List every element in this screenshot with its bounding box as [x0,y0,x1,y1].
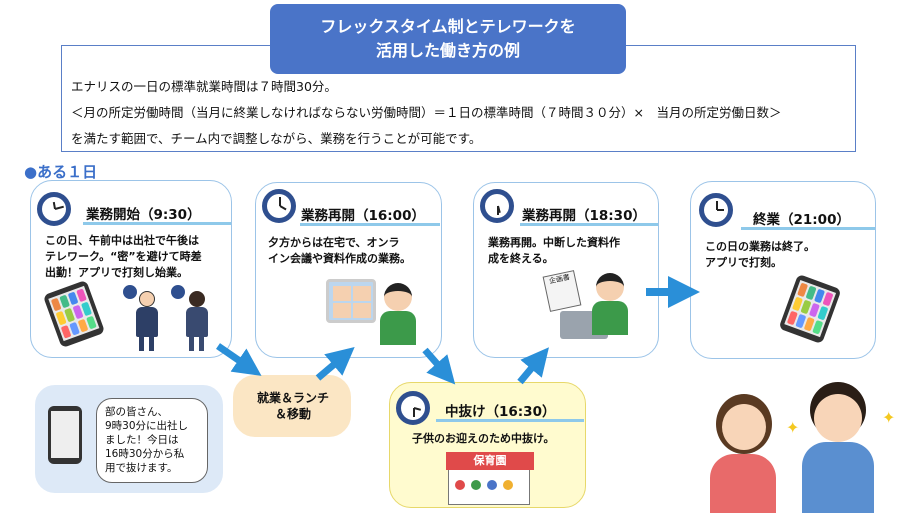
card-work-resume-1600: 業務再開（16:00） 夕方からは在宅で、オンラ イン会議や資料作成の業務。 [255,182,442,358]
card-work-end: 終業（21:00） この日の業務は終了。 アプリで打刻。 [690,181,876,359]
commuter-man-illustration [131,287,161,353]
small-clock-icon [171,285,185,299]
arrow-icon [422,347,456,385]
title-underline [520,223,658,226]
card-title: 業務開始（9:30） [86,207,201,223]
card-title: 中抜け（16:30） [445,404,556,420]
arrow-icon [517,347,549,385]
clock-icon [37,192,71,226]
info-line-3: を満たす範囲で、チーム内で調整しながら、業務を行うことが可能です。 [71,131,482,146]
happy-couple-illustration: ✦ ✦ [706,378,906,513]
card-work-resume-1830: 業務再開（18:30） 業務再開。中断した資料作 成を終える。 企画書 [473,182,659,358]
card-title: 業務再開（16:00） [301,208,425,224]
card-text: この日、午前中は出社で午後は テレワーク。“密”を避けて時差 出勤！アプリで打刻… [45,234,202,279]
arrow-icon [315,346,355,381]
nursery-sign: 保育園 [446,452,534,470]
card-break: 中抜け（16:30） 子供のお迎えのため中抜け。 保育園 [389,382,586,508]
card-text: 子供のお迎えのため中抜け。 [412,432,555,445]
arrow-icon [216,343,262,376]
office-worker-illustration [590,271,628,337]
clock-icon [699,193,733,227]
title-underline [300,223,440,226]
page-title: フレックスタイム制とテレワークを 活用した働き方の例 [270,4,626,74]
clock-icon [262,189,296,223]
video-call-monitor-icon [326,279,376,323]
card-text: 就業＆ランチ ＆移動 [256,391,329,421]
card-title: 終業（21:00） [753,212,850,228]
title-underline [436,419,584,422]
info-line-2: ＜月の所定労働時間（当月に終業しなければならない労働時間）＝１日の標準時間（７時… [71,105,782,120]
card-text: この日の業務は終了。 アプリで打刻。 [705,240,815,269]
card-text: 夕方からは在宅で、オンラ イン会議や資料作成の業務。 [268,236,411,265]
commuter-woman-illustration [181,287,211,353]
clock-icon [480,189,514,223]
clock-icon [396,391,430,425]
section-label: ●ある１日 [24,163,98,181]
card-work-lunch: 就業＆ランチ ＆移動 [233,375,351,437]
chat-bubble: 部の皆さん、 9時30分に出社し ました！今日は 16時30分から私 用で抜けま… [96,398,208,483]
card-text: 業務再開。中断した資料作 成を終える。 [488,236,620,265]
sparkle-icon: ✦ [786,418,800,437]
title-underline [83,222,231,225]
smartphone-chat-icon [48,406,82,464]
page-title-line-2: 活用した働き方の例 [375,41,520,60]
title-underline [741,227,875,230]
card-title: 業務再開（18:30） [522,208,646,224]
remote-worker-illustration [380,281,416,345]
small-clock-icon [123,285,137,299]
nursery-building-icon: 保育園 [446,452,534,505]
card-work-start: 業務開始（9:30） この日、午前中は出社で午後は テレワーク。“密”を避けて時… [30,180,232,358]
info-line-1: エナリスの一日の標準就業時間は７時間30分。 [71,79,337,94]
page-title-line-1: フレックスタイム制とテレワークを [320,17,576,36]
sparkle-icon: ✦ [882,408,896,427]
